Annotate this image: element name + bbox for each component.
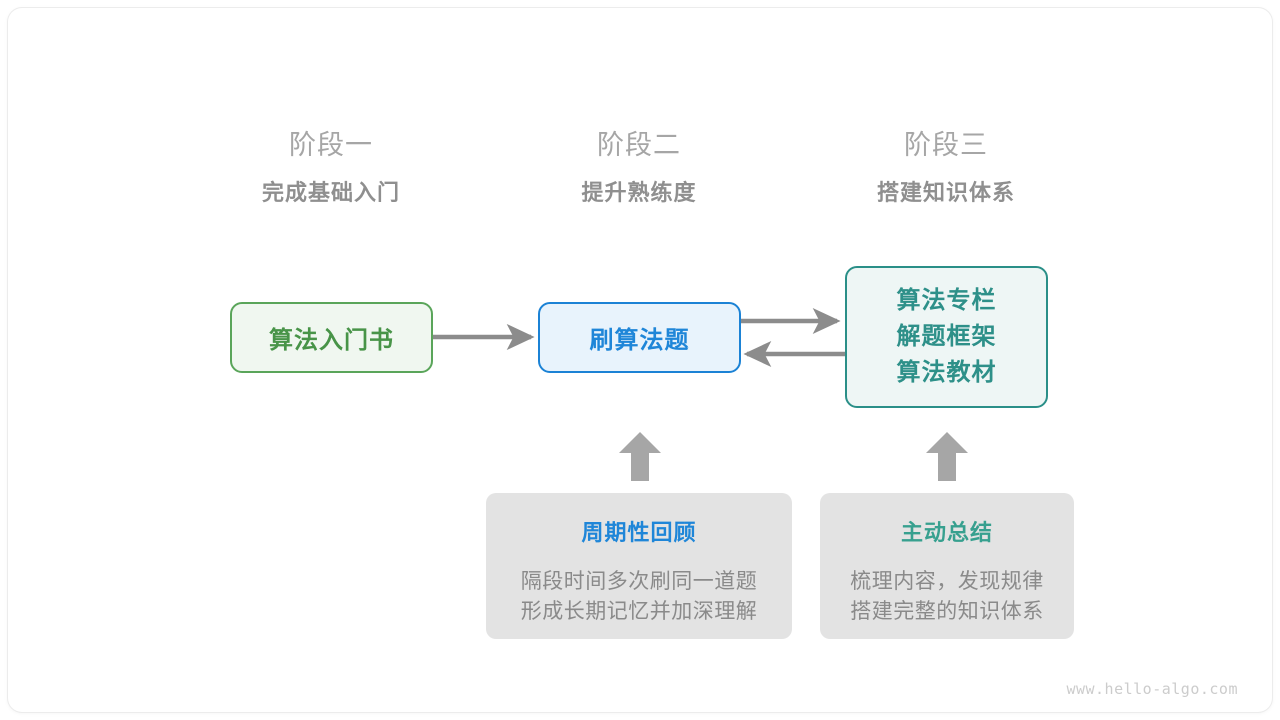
arrow-review-to-practice bbox=[619, 432, 661, 481]
note-body-line-1: 隔段时间多次刷同一道题 bbox=[520, 570, 758, 593]
note-body: 梳理内容，发现规律 搭建完整的知识体系 bbox=[850, 567, 1044, 627]
note-active-summary[interactable]: 主动总结 梳理内容，发现规律 搭建完整的知识体系 bbox=[820, 493, 1074, 639]
arrow-knowledge-to-practice bbox=[743, 340, 845, 368]
stage-title-2: 提升熟练度 bbox=[581, 180, 697, 205]
note-body: 隔段时间多次刷同一道题 形成长期记忆并加深理解 bbox=[521, 567, 758, 627]
note-periodic-review[interactable]: 周期性回顾 隔段时间多次刷同一道题 形成长期记忆并加深理解 bbox=[486, 493, 792, 639]
arrow-practice-to-knowledge bbox=[741, 307, 841, 335]
stage-number-1: 阶段一 bbox=[289, 130, 373, 160]
stage-column-3: 阶段三 搭建知识体系 bbox=[826, 128, 1066, 208]
stage-number-3: 阶段三 bbox=[904, 130, 988, 160]
node-label: 算法入门书 bbox=[269, 327, 394, 354]
node-label-line-3: 算法教材 bbox=[896, 359, 997, 386]
node-knowledge-resources[interactable]: 算法专栏 解题框架 算法教材 bbox=[845, 266, 1048, 408]
note-body-line-1: 梳理内容，发现规律 bbox=[850, 570, 1044, 593]
arrow-summary-to-knowledge bbox=[926, 432, 968, 481]
watermark: www.hello-algo.com bbox=[1066, 680, 1238, 698]
note-body-line-2: 搭建完整的知识体系 bbox=[850, 600, 1044, 623]
stage-number-2: 阶段二 bbox=[597, 130, 681, 160]
node-algorithm-intro-book[interactable]: 算法入门书 bbox=[230, 302, 433, 373]
stage-title-3: 搭建知识体系 bbox=[876, 180, 1015, 205]
node-label-line-1: 算法专栏 bbox=[896, 287, 997, 314]
node-label: 刷算法题 bbox=[589, 327, 690, 354]
note-title: 主动总结 bbox=[900, 520, 993, 545]
node-label-line-2: 解题框架 bbox=[896, 323, 997, 350]
stage-column-1: 阶段一 完成基础入门 bbox=[211, 128, 451, 208]
stage-column-2: 阶段二 提升熟练度 bbox=[519, 128, 759, 208]
stage-title-1: 完成基础入门 bbox=[261, 180, 400, 205]
arrow-book-to-practice bbox=[433, 323, 535, 351]
note-title: 周期性回顾 bbox=[581, 520, 697, 545]
note-body-line-2: 形成长期记忆并加深理解 bbox=[520, 600, 758, 623]
node-practice-problems[interactable]: 刷算法题 bbox=[538, 302, 741, 373]
